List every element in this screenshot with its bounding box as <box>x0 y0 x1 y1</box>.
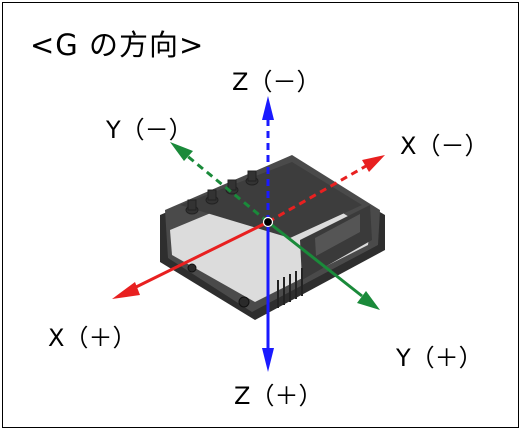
x-plus-arrowhead <box>112 282 140 299</box>
label-z-plus: Z（＋） <box>234 382 323 410</box>
label-z-minus: Z（－） <box>232 68 321 96</box>
x-plus-solid <box>129 220 269 292</box>
label-x-plus: X（＋） <box>48 324 137 352</box>
y-plus-arrowhead <box>357 291 380 310</box>
y-minus-arrowhead <box>170 142 193 161</box>
diagram-frame <box>2 2 519 428</box>
label-y-minus: Y（－） <box>106 116 193 144</box>
z-plus-arrowhead <box>262 348 274 372</box>
x-minus-dashed <box>267 164 367 224</box>
x-minus-arrowhead <box>362 155 385 172</box>
y-minus-dashed <box>185 153 269 224</box>
label-x-minus: X（－） <box>400 132 489 160</box>
diagram-title: <G の方向> <box>30 28 205 62</box>
y-plus-solid <box>267 220 363 298</box>
sensor-device <box>160 155 385 320</box>
origin-point <box>262 216 274 228</box>
z-minus-arrowhead <box>262 96 274 120</box>
label-y-plus: Y（＋） <box>396 344 483 372</box>
